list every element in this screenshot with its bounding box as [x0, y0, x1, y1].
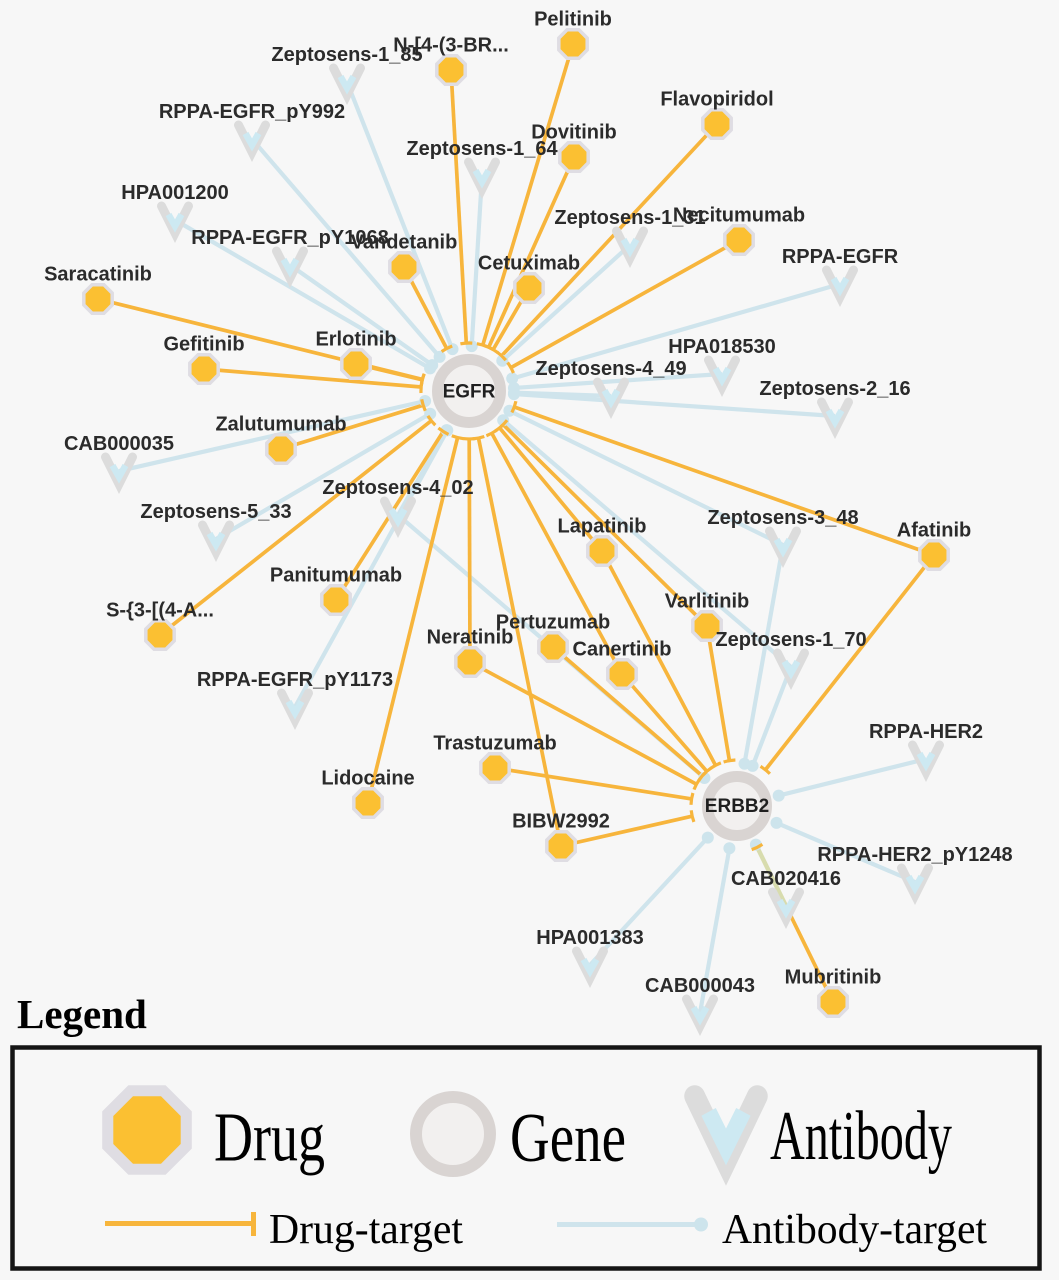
svg-text:RPPA-HER2_pY1248: RPPA-HER2_pY1248	[817, 844, 1012, 866]
svg-text:HPA018530: HPA018530	[668, 336, 775, 358]
svg-text:Zeptosens-4_02: Zeptosens-4_02	[322, 477, 473, 499]
svg-text:RPPA-EGFR_pY992: RPPA-EGFR_pY992	[159, 101, 345, 123]
svg-text:Dovitinib: Dovitinib	[531, 122, 617, 144]
svg-text:CAB000035: CAB000035	[64, 433, 174, 455]
svg-text:Varlitinib: Varlitinib	[665, 591, 749, 613]
svg-text:Trastuzumab: Trastuzumab	[433, 733, 556, 755]
svg-text:Zeptosens-3_48: Zeptosens-3_48	[707, 507, 858, 529]
svg-text:Necitumumab: Necitumumab	[673, 205, 805, 227]
svg-text:RPPA-HER2: RPPA-HER2	[869, 721, 983, 743]
svg-text:Zalutumumab: Zalutumumab	[215, 414, 346, 436]
svg-text:HPA001200: HPA001200	[121, 182, 228, 204]
svg-text:Flavopiridol: Flavopiridol	[660, 89, 773, 111]
svg-text:HPA001383: HPA001383	[536, 927, 643, 949]
svg-text:S-{3-[(4-A...: S-{3-[(4-A...	[106, 600, 214, 622]
svg-text:RPPA-EGFR: RPPA-EGFR	[782, 246, 899, 268]
svg-text:Cetuximab: Cetuximab	[478, 253, 580, 275]
svg-text:Zeptosens-1_85: Zeptosens-1_85	[271, 44, 422, 66]
svg-text:Drug-target: Drug-target	[269, 1207, 463, 1253]
svg-text:RPPA-EGFR_pY1173: RPPA-EGFR_pY1173	[197, 669, 393, 691]
svg-text:Gefitinib: Gefitinib	[163, 334, 244, 356]
svg-text:Drug: Drug	[214, 1100, 325, 1177]
svg-text:Zeptosens-1_31: Zeptosens-1_31	[554, 207, 705, 229]
svg-text:Zeptosens-4_49: Zeptosens-4_49	[535, 358, 686, 380]
svg-text:CAB000043: CAB000043	[645, 975, 755, 997]
svg-text:Pelitinib: Pelitinib	[534, 9, 612, 31]
svg-text:RPPA-EGFR_pY1068: RPPA-EGFR_pY1068	[191, 227, 388, 249]
svg-text:Erlotinib: Erlotinib	[315, 329, 396, 351]
svg-text:N-[4-(3-BR...: N-[4-(3-BR...	[393, 35, 509, 57]
svg-text:Pertuzumab: Pertuzumab	[496, 612, 610, 634]
svg-text:ERBB2: ERBB2	[705, 796, 769, 817]
svg-text:Afatinib: Afatinib	[897, 520, 971, 542]
svg-text:Zeptosens-2_16: Zeptosens-2_16	[759, 378, 910, 400]
svg-text:Saracatinib: Saracatinib	[44, 264, 152, 286]
svg-text:Antibody-target: Antibody-target	[722, 1207, 987, 1253]
svg-text:Neratinib: Neratinib	[427, 627, 514, 649]
svg-text:Canertinib: Canertinib	[573, 639, 672, 661]
svg-text:Antibody: Antibody	[770, 1098, 952, 1175]
svg-text:CAB020416: CAB020416	[731, 868, 841, 890]
svg-text:Gene: Gene	[510, 1100, 626, 1177]
svg-text:BIBW2992: BIBW2992	[512, 811, 610, 833]
svg-text:Panitumumab: Panitumumab	[270, 565, 402, 587]
svg-text:EGFR: EGFR	[443, 382, 496, 403]
svg-text:Vandetanib: Vandetanib	[351, 232, 458, 254]
svg-text:Lapatinib: Lapatinib	[558, 516, 647, 538]
svg-text:Zeptosens-5_33: Zeptosens-5_33	[140, 501, 291, 523]
svg-text:Lidocaine: Lidocaine	[321, 768, 414, 790]
svg-text:Legend: Legend	[17, 991, 147, 1037]
svg-text:Mubritinib: Mubritinib	[785, 967, 882, 989]
svg-text:Zeptosens-1_64: Zeptosens-1_64	[406, 138, 558, 160]
svg-text:Zeptosens-1_70: Zeptosens-1_70	[715, 629, 866, 651]
